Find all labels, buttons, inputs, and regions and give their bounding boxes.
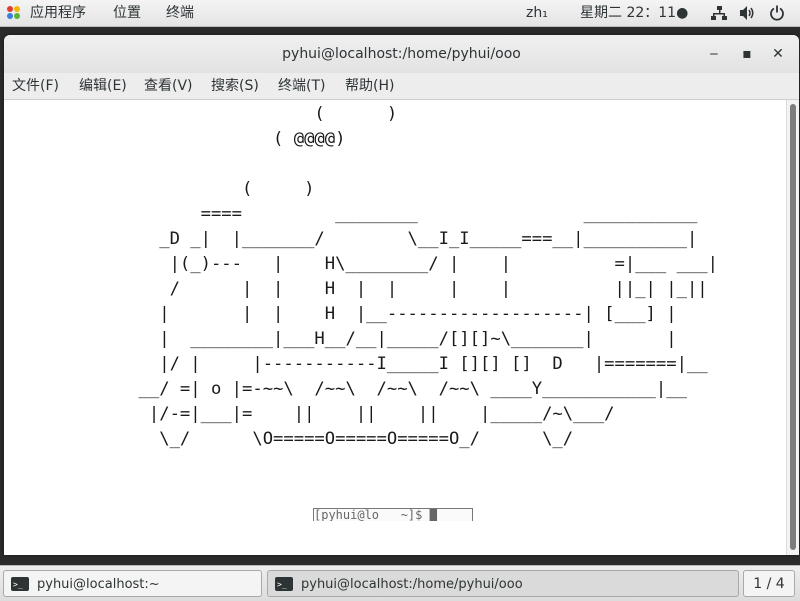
network-icon[interactable] bbox=[711, 5, 727, 21]
workspace-switcher[interactable]: 1 / 4 bbox=[743, 570, 795, 597]
volume-icon[interactable] bbox=[739, 5, 755, 21]
task-label: pyhui@localhost:~ bbox=[37, 577, 160, 592]
window-title: pyhui@localhost:/home/pyhui/ooo bbox=[282, 46, 521, 62]
maximize-button[interactable]: ▪ bbox=[742, 46, 752, 62]
task-terminal-ooo[interactable]: pyhui@localhost:/home/pyhui/ooo bbox=[267, 570, 739, 598]
terminal-window: pyhui@localhost:/home/pyhui/ooo ‒ ▪ ✕ 文件… bbox=[4, 35, 799, 555]
clock[interactable]: 星期二 22：11● bbox=[580, 5, 689, 21]
applications-menu[interactable]: 应用程序 bbox=[30, 5, 86, 21]
terminal-output: ( ) ( @@@@) ( ) ==== ________ __________… bbox=[138, 104, 718, 449]
menu-terminal[interactable]: 终端(T) bbox=[278, 78, 326, 94]
power-icon[interactable] bbox=[769, 5, 785, 21]
window-titlebar[interactable]: pyhui@localhost:/home/pyhui/ooo ‒ ▪ ✕ bbox=[4, 35, 799, 74]
vertical-scrollbar[interactable] bbox=[786, 100, 799, 555]
input-method-indicator[interactable]: zh₁ bbox=[526, 5, 548, 21]
terminal-prompt-fragment: [pyhui@lo ~]$ █ bbox=[313, 508, 473, 521]
minimize-button[interactable]: ‒ bbox=[709, 46, 719, 62]
applications-icon[interactable] bbox=[7, 6, 21, 20]
menu-file[interactable]: 文件(F) bbox=[12, 78, 59, 94]
menu-view[interactable]: 查看(V) bbox=[144, 78, 193, 94]
terminal-icon bbox=[11, 571, 29, 598]
menu-search[interactable]: 搜索(S) bbox=[211, 78, 259, 94]
places-menu[interactable]: 位置 bbox=[113, 5, 141, 21]
task-label: pyhui@localhost:/home/pyhui/ooo bbox=[301, 577, 523, 592]
terminal-app-menu[interactable]: 终端 bbox=[166, 5, 194, 21]
top-panel: 应用程序 位置 终端 zh₁ 星期二 22：11● bbox=[0, 0, 800, 27]
menu-help[interactable]: 帮助(H) bbox=[345, 78, 395, 94]
scrollbar-thumb[interactable] bbox=[790, 104, 796, 550]
close-button[interactable]: ✕ bbox=[772, 46, 784, 62]
menu-bar: 文件(F) 编辑(E) 查看(V) 搜索(S) 终端(T) 帮助(H) bbox=[4, 73, 799, 100]
terminal-area[interactable]: ( ) ( @@@@) ( ) ==== ________ __________… bbox=[4, 100, 787, 555]
bottom-panel: pyhui@localhost:~ pyhui@localhost:/home/… bbox=[0, 565, 800, 601]
terminal-icon bbox=[275, 571, 293, 598]
task-terminal-home[interactable]: pyhui@localhost:~ bbox=[3, 570, 262, 598]
menu-edit[interactable]: 编辑(E) bbox=[79, 78, 127, 94]
